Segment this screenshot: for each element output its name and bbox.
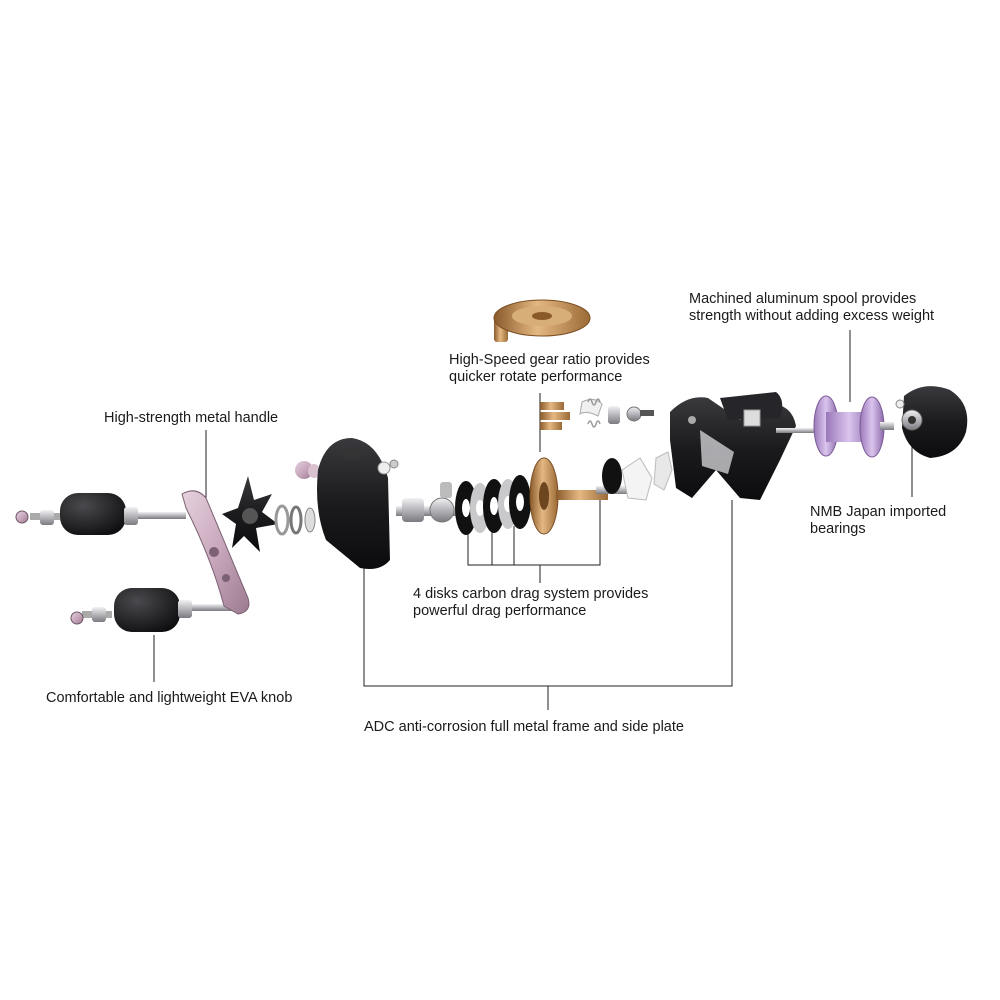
label-high-speed-gear: High-Speed gear ratio provides quicker r…: [449, 352, 650, 386]
label-metal-handle-text: High-strength metal handle: [104, 410, 279, 426]
label-gear-line2: quicker rotate performance: [449, 369, 623, 385]
side-plate-right: [895, 386, 968, 458]
high-speed-gear: [493, 299, 591, 342]
label-bearings-line1: NMB Japan imported: [810, 504, 947, 520]
drag-shaft: [396, 482, 476, 523]
label-gear-line1: High-Speed gear ratio provides: [449, 352, 650, 368]
label-metal-handle: High-strength metal handle: [104, 410, 278, 427]
label-spool-line1: Machined aluminum spool provides: [689, 291, 917, 307]
white-plastic-parts: [602, 451, 673, 501]
star-drag: [222, 476, 278, 552]
label-nmb-bearings: NMB Japan imported bearings: [810, 504, 946, 538]
carbon-drag-disks: [455, 475, 531, 535]
metal-handle: [181, 490, 250, 615]
side-plate-left: [317, 438, 399, 569]
label-aluminum-spool: Machined aluminum spool provides strengt…: [689, 291, 934, 325]
eva-knob-lower: [70, 588, 238, 632]
reel-frame: [670, 392, 830, 500]
label-drag-system: 4 disks carbon drag system provides powe…: [413, 586, 648, 620]
label-eva-knob: Comfortable and lightweight EVA knob: [46, 690, 292, 707]
label-bearings-line2: bearings: [810, 521, 866, 537]
handle-washers: [274, 461, 320, 536]
label-eva-knob-text: Comfortable and lightweight EVA knob: [46, 690, 293, 706]
label-drag-line1: 4 disks carbon drag system provides: [413, 586, 649, 602]
eva-knob-upper: [15, 493, 186, 535]
label-spool-line2: strength without adding excess weight: [689, 308, 935, 324]
label-metal-frame: ADC anti-corrosion full metal frame and …: [364, 719, 684, 736]
pinion-gear: [540, 398, 654, 430]
label-drag-line2: powerful drag performance: [413, 603, 587, 619]
label-metal-frame-text: ADC anti-corrosion full metal frame and …: [364, 719, 684, 735]
aluminum-spool: [813, 395, 894, 458]
